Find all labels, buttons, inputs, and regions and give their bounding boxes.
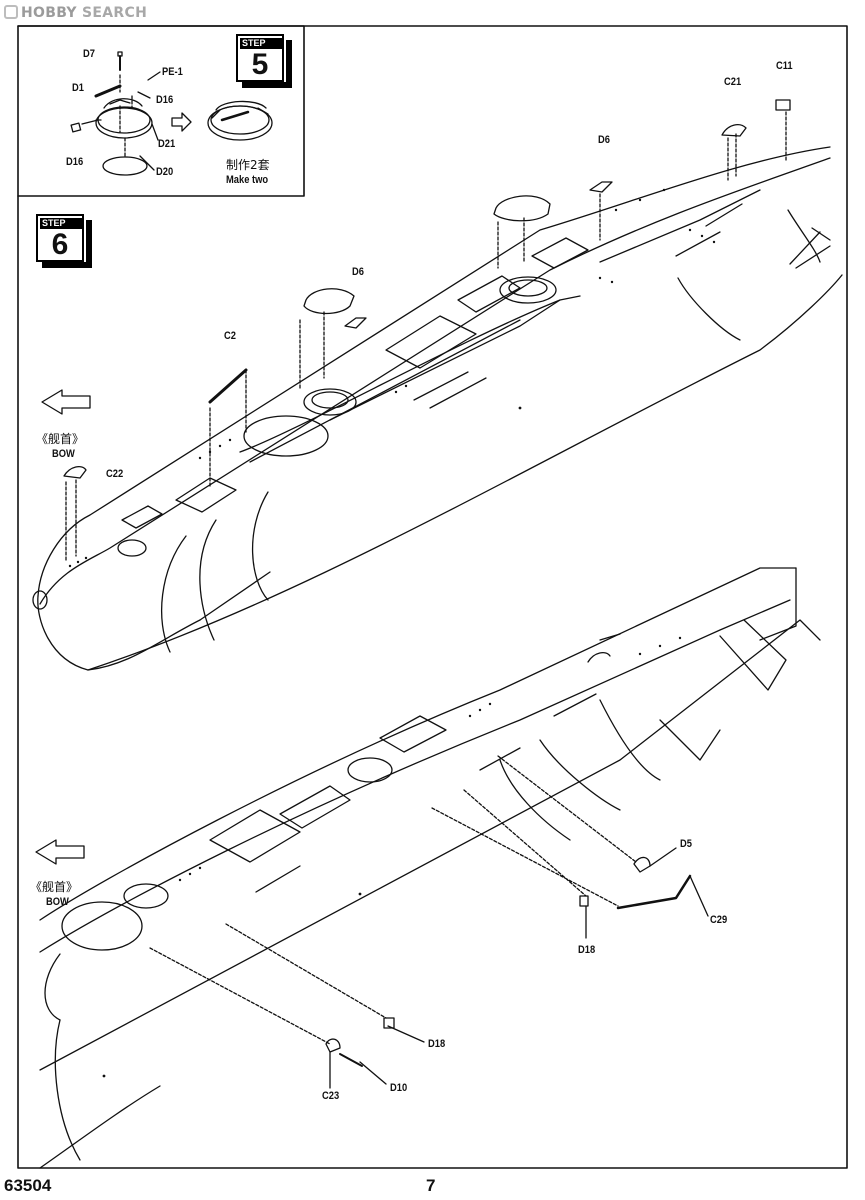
make-two-en: Make two bbox=[226, 174, 269, 186]
lower-hull bbox=[35, 567, 821, 1169]
part-label-d18-left: D18 bbox=[428, 1038, 446, 1050]
step-word: STEP bbox=[40, 218, 82, 229]
step-number: 6 bbox=[51, 228, 69, 261]
part-label-d5: D5 bbox=[680, 838, 692, 850]
step-6-badge: STEP 6 bbox=[36, 214, 92, 268]
part-label-d16-bottom: D16 bbox=[66, 156, 84, 168]
part-label-d7: D7 bbox=[83, 48, 95, 60]
bow-label-cn-lower: 《舰首》 bbox=[30, 880, 79, 894]
page-number: 7 bbox=[426, 1176, 436, 1195]
part-label-pe1: PE-1 bbox=[162, 66, 183, 78]
watermark: HOBBY SEARCH bbox=[4, 5, 147, 21]
rivet-pattern bbox=[68, 188, 716, 568]
bow-label-cn-upper: 《舰首》 bbox=[36, 432, 85, 446]
part-label-d20: D20 bbox=[156, 166, 174, 178]
upper-hull bbox=[32, 99, 843, 671]
part-label-d10: D10 bbox=[390, 1082, 408, 1094]
part-label-d21: D21 bbox=[158, 138, 176, 150]
part-label-c22: C22 bbox=[106, 468, 124, 480]
make-two-cn: 制作2套 bbox=[226, 158, 270, 172]
part-label-d6-right: D6 bbox=[598, 134, 610, 146]
kit-code: 63504 bbox=[4, 1176, 52, 1195]
part-label-d16-top: D16 bbox=[156, 94, 174, 106]
rivet-pattern-lower bbox=[102, 636, 682, 1078]
part-label-c11: C11 bbox=[776, 60, 793, 72]
step-5-badge: STEP 5 bbox=[236, 34, 292, 88]
part-label-d18-right: D18 bbox=[578, 944, 596, 956]
bow-label-en-upper: BOW bbox=[52, 448, 75, 460]
step-word: STEP bbox=[240, 38, 282, 49]
bow-label-en-lower: BOW bbox=[46, 896, 69, 908]
part-label-c29: C29 bbox=[710, 914, 728, 926]
step-number: 5 bbox=[251, 48, 269, 81]
hobbysearch-logo-icon bbox=[4, 5, 18, 19]
part-label-c2: C2 bbox=[224, 330, 236, 342]
part-label-c23: C23 bbox=[322, 1090, 340, 1102]
part-label-d6-left: D6 bbox=[352, 266, 364, 278]
part-label-c21: C21 bbox=[724, 76, 742, 88]
step5-hatch-assembly bbox=[70, 51, 273, 176]
part-label-d1: D1 bbox=[72, 82, 84, 94]
